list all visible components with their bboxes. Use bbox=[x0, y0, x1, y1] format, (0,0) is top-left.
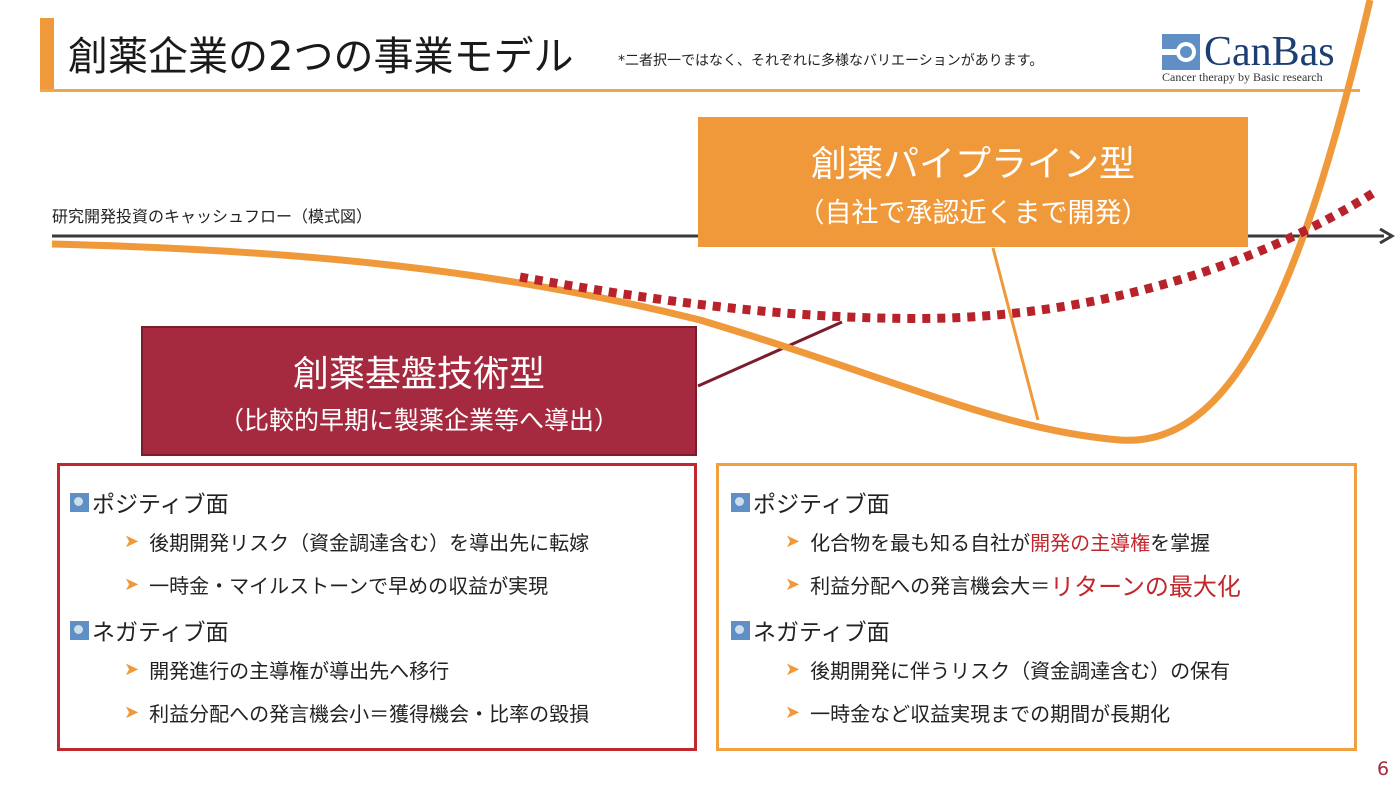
platform-model-box: 創薬基盤技術型 （比較的早期に製薬企業等へ導出） bbox=[141, 326, 697, 456]
list-item: ➤ 後期開発リスク（資金調達含む）を導出先に転嫁 bbox=[70, 520, 694, 563]
pipeline-pros-cons-panel: ポジティブ面 ➤ 化合物を最も知る自社が開発の主導権を掌握 ➤ 利益分配への発言機会… bbox=[716, 463, 1357, 751]
pipeline-cashflow-curve bbox=[51, 0, 1374, 444]
logo-mark-icon bbox=[1162, 34, 1200, 70]
list-item: ➤ 化合物を最も知る自社が開発の主導権を掌握 bbox=[731, 520, 1354, 563]
platform-subtitle: （比較的早期に製薬企業等へ導出） bbox=[218, 406, 619, 435]
bullet-logo-icon bbox=[70, 492, 89, 512]
item-text: 一時金・マイルストーンで早めの収益が実現 bbox=[149, 574, 549, 598]
heading-text: ポジティブ面 bbox=[753, 492, 890, 518]
item-text: 一時金など収益実現までの期間が長期化 bbox=[810, 702, 1171, 726]
pipeline-model-box: 創薬パイプライン型 （自社で承認近くまで開発） bbox=[698, 117, 1248, 247]
positive-heading: ポジティブ面 bbox=[70, 484, 694, 520]
list-item: ➤ 利益分配への発言機会大＝リターンの最大化 bbox=[731, 563, 1354, 606]
page-title: 創薬企業の2つの事業モデル bbox=[68, 34, 574, 80]
axis-arrow-icon bbox=[1379, 227, 1395, 245]
title-accent-bar bbox=[40, 18, 54, 92]
item-text: 利益分配への発言機会大＝ bbox=[810, 574, 1051, 598]
list-item: ➤ 利益分配への発言機会小＝獲得機会・比率の毀損 bbox=[70, 691, 694, 734]
item-text: 後期開発に伴うリスク（資金調達含む）の保有 bbox=[810, 659, 1231, 683]
bullet-logo-icon bbox=[731, 492, 750, 512]
heading-text: ネガティブ面 bbox=[92, 620, 229, 646]
item-text: 化合物を最も知る自社が bbox=[810, 531, 1031, 555]
logo-tagline: Cancer therapy by Basic research bbox=[1162, 70, 1323, 84]
arrow-bullet-icon: ➤ bbox=[785, 659, 801, 680]
canbas-logo: CanBas Cancer therapy by Basic research bbox=[1162, 29, 1362, 88]
list-item: ➤ 後期開発に伴うリスク（資金調達含む）の保有 bbox=[731, 648, 1354, 691]
platform-cashflow-curve bbox=[519, 188, 1378, 323]
negative-heading: ネガティブ面 bbox=[731, 612, 1354, 648]
axis-label: 研究開発投資のキャッシュフロー（模式図） bbox=[52, 207, 373, 226]
platform-pros-cons-panel: ポジティブ面 ➤ 後期開発リスク（資金調達含む）を導出先に転嫁 ➤ 一時金・マイルス… bbox=[57, 463, 697, 751]
platform-title: 創薬基盤技術型 bbox=[292, 354, 545, 395]
list-item: ➤ 開発進行の主導権が導出先へ移行 bbox=[70, 648, 694, 691]
bullet-logo-icon bbox=[70, 620, 89, 640]
highlight-text: 開発の主導権 bbox=[1030, 531, 1151, 555]
arrow-bullet-icon: ➤ bbox=[785, 574, 801, 595]
positive-heading: ポジティブ面 bbox=[731, 484, 1354, 520]
negative-heading: ネガティブ面 bbox=[70, 612, 694, 648]
item-text: 開発進行の主導権が導出先へ移行 bbox=[149, 659, 450, 683]
logo-name: CanBas bbox=[1204, 29, 1335, 75]
item-text: 利益分配への発言機会小＝獲得機会・比率の毀損 bbox=[149, 702, 590, 726]
arrow-bullet-icon: ➤ bbox=[785, 531, 801, 552]
pipeline-connector-line bbox=[991, 247, 1040, 421]
title-underline bbox=[40, 89, 1360, 92]
highlight-text: リターンの最大化 bbox=[1050, 573, 1241, 601]
list-item: ➤ 一時金など収益実現までの期間が長期化 bbox=[731, 691, 1354, 734]
item-text: を掌握 bbox=[1150, 531, 1211, 555]
item-text: 後期開発リスク（資金調達含む）を導出先に転嫁 bbox=[149, 531, 590, 555]
heading-text: ネガティブ面 bbox=[753, 620, 890, 646]
pipeline-subtitle: （自社で承認近くまで開発） bbox=[797, 197, 1149, 229]
bullet-logo-icon bbox=[731, 620, 750, 640]
title-note: *二者択一ではなく、それぞれに多様なバリエーションがあります。 bbox=[618, 53, 1044, 69]
arrow-bullet-icon: ➤ bbox=[785, 702, 801, 723]
list-item: ➤ 一時金・マイルストーンで早めの収益が実現 bbox=[70, 563, 694, 606]
platform-connector-line bbox=[697, 320, 843, 388]
arrow-bullet-icon: ➤ bbox=[124, 702, 140, 723]
pipeline-title: 創薬パイプライン型 bbox=[810, 143, 1135, 185]
arrow-bullet-icon: ➤ bbox=[124, 574, 140, 595]
heading-text: ポジティブ面 bbox=[92, 492, 229, 518]
page-number: 6 bbox=[1377, 758, 1390, 780]
arrow-bullet-icon: ➤ bbox=[124, 531, 140, 552]
arrow-bullet-icon: ➤ bbox=[124, 659, 140, 680]
